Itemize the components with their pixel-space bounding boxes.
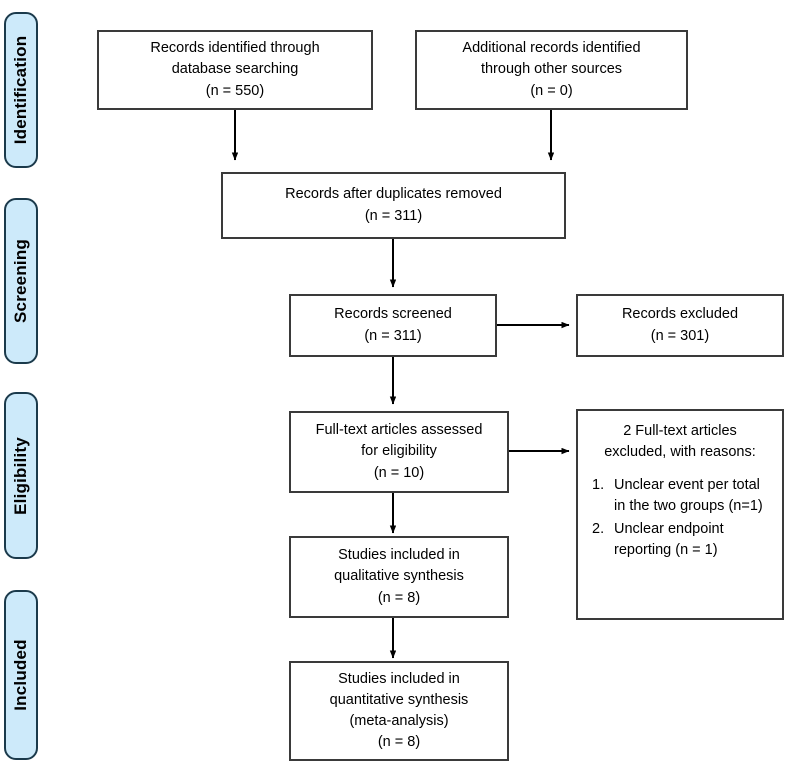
box-line: Records excluded <box>621 306 739 323</box>
box-line: database searching <box>171 61 299 78</box>
box-line: (n = 8) <box>377 734 421 751</box>
reason-line: Unclear event per total <box>614 477 760 494</box>
box-line: (n = 311) <box>364 207 423 224</box>
box-fulltext-articles-assessed[interactable]: Full-text articles assessed for eligibil… <box>289 411 509 493</box>
reason-line: reporting (n = 1) <box>614 542 718 559</box>
phase-tab-identification[interactable]: Identification <box>4 12 38 168</box>
box-line: (meta-analysis) <box>349 713 449 729</box>
box-studies-quantitative-synthesis[interactable]: Studies included in quantitative synthes… <box>289 661 509 761</box>
reason-line: Unclear endpoint <box>614 521 724 538</box>
phase-label-included: Included <box>11 639 30 711</box>
box-line: Additional records identified <box>462 40 641 57</box>
box-line: (n = 301) <box>650 327 710 344</box>
list-item: 2. Unclear endpoint reporting (n = 1) <box>588 519 772 561</box>
list-item: 1. Unclear event per total in the two gr… <box>588 475 772 517</box>
reason-line: in the two groups (n=1) <box>614 498 763 515</box>
box-line: (n = 8) <box>377 589 421 606</box>
box-line: (n = 0) <box>530 82 573 99</box>
box-records-identified-database[interactable]: Records identified through database sear… <box>97 30 373 110</box>
heading-line: 2 Full-text articles <box>623 423 737 439</box>
box-line: (n = 550) <box>205 82 265 99</box>
phase-label-screening: Screening <box>11 239 30 323</box>
box-line: Records identified through <box>150 40 320 57</box>
excluded-reasons-list: 1. Unclear event per total in the two gr… <box>588 475 772 563</box>
list-item-text: Unclear endpoint reporting (n = 1) <box>614 519 772 561</box>
phase-label-eligibility: Eligibility <box>11 436 30 515</box>
box-records-excluded[interactable]: Records excluded (n = 301) <box>576 294 784 357</box>
list-item-marker: 2. <box>592 521 605 538</box>
box-records-after-duplicates-removed[interactable]: Records after duplicates removed (n = 31… <box>221 172 566 239</box>
phase-label-identification: Identification <box>11 35 30 145</box>
box-line: through other sources <box>480 61 623 78</box>
list-item-marker: 1. <box>592 477 605 494</box>
box-line: Records after duplicates removed <box>285 186 502 203</box>
box-studies-qualitative-synthesis[interactable]: Studies included in qualitative synthesi… <box>289 536 509 618</box>
phase-tab-screening[interactable]: Screening <box>4 198 38 364</box>
list-item-text: Unclear event per total in the two group… <box>614 475 772 517</box>
box-line: quantitative synthesis <box>329 691 469 708</box>
box-additional-records-other-sources[interactable]: Additional records identified through ot… <box>415 30 688 110</box>
box-line: for eligibility <box>361 443 437 460</box>
box-line: (n = 311) <box>364 327 422 344</box>
box-line: (n = 10) <box>373 464 425 481</box>
box-line: Studies included in <box>338 547 460 564</box>
box-line: Records screened <box>334 306 452 323</box>
box-line: Studies included in <box>338 670 460 687</box>
box-records-screened[interactable]: Records screened (n = 311) <box>289 294 497 357</box>
box-line: Full-text articles assessed <box>315 422 483 439</box>
excluded-reasons-heading: 2 Full-text articles excluded, with reas… <box>588 421 772 463</box>
phase-tab-eligibility[interactable]: Eligibility <box>4 392 38 559</box>
box-fulltext-articles-excluded-with-reasons[interactable]: 2 Full-text articles excluded, with reas… <box>576 409 784 620</box>
heading-line: excluded, with reasons: <box>604 444 756 461</box>
phase-tab-included[interactable]: Included <box>4 590 38 760</box>
box-line: qualitative synthesis <box>334 568 464 585</box>
